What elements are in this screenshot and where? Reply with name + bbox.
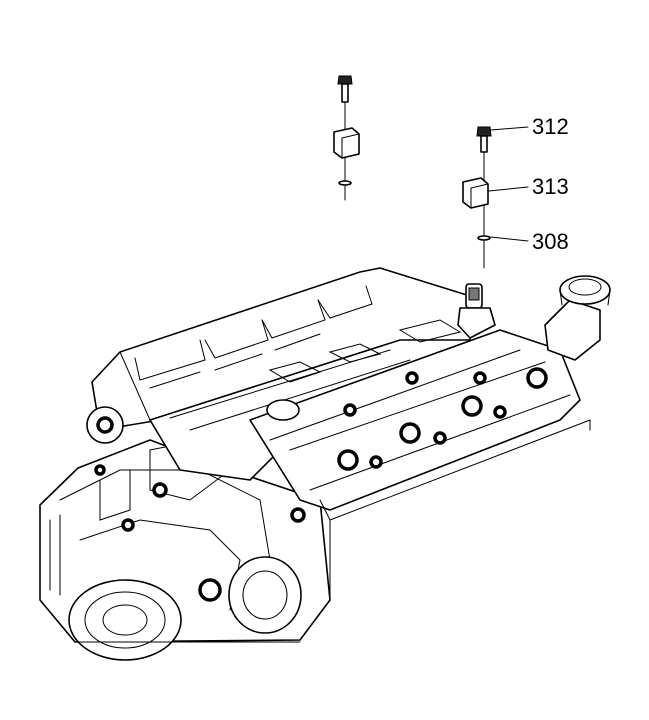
bracket-313 — [462, 177, 489, 209]
engine-block — [39, 267, 611, 661]
leader-312 — [490, 126, 529, 131]
bolt-312-head — [476, 126, 492, 137]
left-washer — [338, 180, 352, 186]
valve-cover — [249, 329, 581, 511]
leader-313 — [488, 186, 529, 192]
callout-313-label: 313 — [532, 174, 569, 199]
left-exploded-assembly — [333, 75, 360, 201]
left-bracket — [333, 127, 360, 159]
seal-308 — [477, 235, 491, 241]
oil-filler-cap — [559, 275, 611, 305]
callout-312-label: 312 — [532, 114, 569, 139]
left-bolt-head — [337, 75, 353, 85]
oil-filler-neck — [544, 299, 601, 361]
leader-308 — [490, 236, 529, 242]
right-exploded-assembly — [462, 126, 529, 269]
callout-308-label: 308 — [532, 229, 569, 254]
